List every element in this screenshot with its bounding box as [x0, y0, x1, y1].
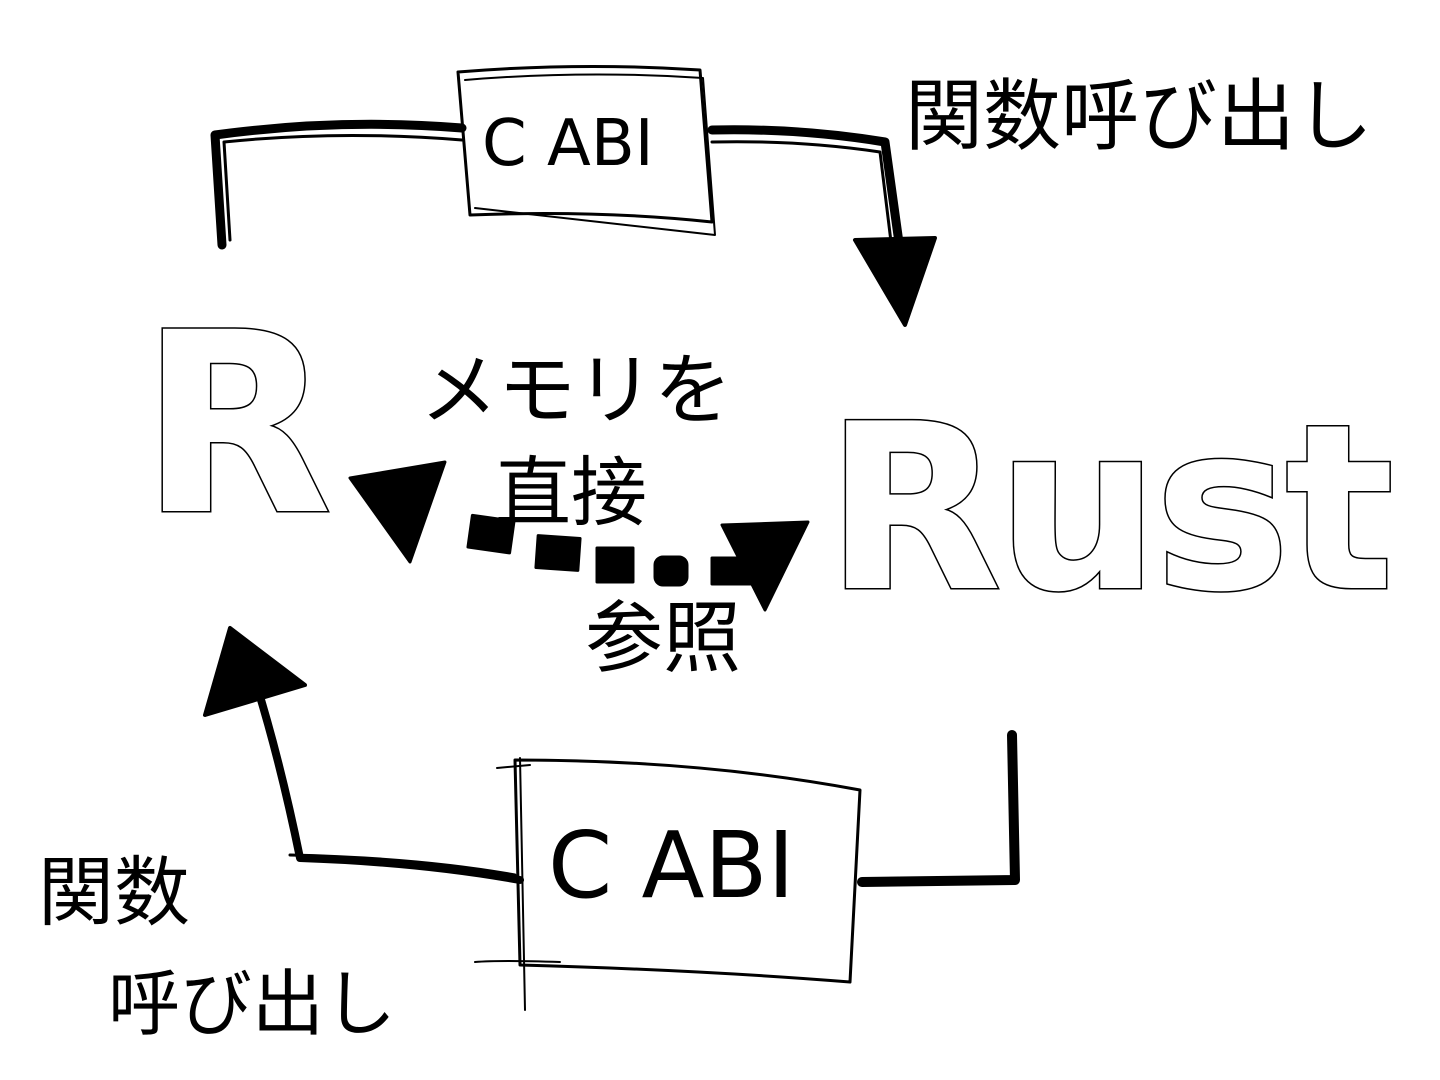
memory-dash — [595, 546, 635, 584]
top-connector — [210, 119, 905, 255]
top-edge-label: 関数呼び出し — [905, 72, 1374, 162]
memory-dash — [710, 556, 754, 586]
bottom-edge-label-line1: 関数 — [38, 848, 190, 937]
abi-top-box — [456, 64, 716, 236]
node-r: R — [139, 279, 335, 570]
memory-label-line2: 直接 — [495, 448, 647, 537]
bottom-arrow-head — [203, 626, 307, 717]
memory-dash — [534, 534, 582, 572]
bottom-connector — [251, 676, 1020, 887]
memory-label-line3: 参照 — [585, 594, 742, 684]
abi-bottom-label: C ABI — [548, 812, 795, 919]
abi-top-label: C ABI — [482, 107, 654, 181]
memory-arrow — [348, 460, 810, 612]
memory-dash — [466, 513, 516, 555]
top-arrow-head — [853, 236, 937, 327]
abi-bottom-box — [474, 757, 862, 1011]
node-rust: Rust — [824, 376, 1397, 643]
memory-dash — [653, 555, 689, 587]
bottom-edge-label-line2: 呼び出し — [108, 962, 397, 1046]
memory-arrow-head-left — [348, 460, 447, 564]
memory-label-line1: メモリを — [420, 346, 733, 436]
